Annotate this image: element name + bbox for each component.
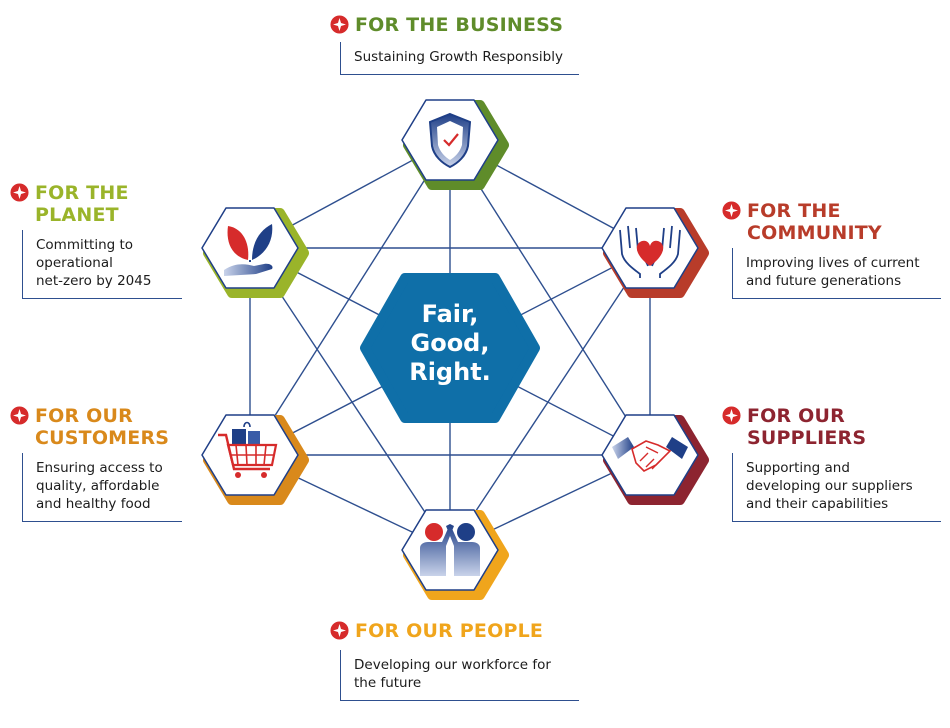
people-high-five-icon	[420, 523, 480, 576]
hands-heart-icon	[619, 225, 681, 278]
star-badge-icon	[330, 15, 349, 34]
shopping-cart-icon	[218, 421, 278, 478]
star-badge-icon	[330, 621, 349, 640]
center-label: Fair, Good, Right.	[409, 300, 491, 386]
node-community	[601, 207, 709, 298]
star-badge-icon	[722, 201, 741, 220]
pillar-description: Developing our workforce for the future	[340, 650, 579, 701]
star-badge-icon	[10, 183, 29, 202]
pillar-title: FOR THE PLANET	[35, 182, 129, 226]
pillar-community: FOR THE COMMUNITY Improving lives of cur…	[722, 200, 941, 299]
pillar-title: FOR THE BUSINESS	[355, 14, 564, 36]
pillar-description: Committing to operational net-zero by 20…	[22, 230, 182, 299]
pillar-people: FOR OUR PEOPLE Developing our workforce …	[330, 620, 580, 701]
pillar-title: FOR OUR SUPPLIERS	[747, 405, 867, 449]
pillar-customers: FOR OUR CUSTOMERS Ensuring access to qua…	[10, 405, 190, 522]
pillar-description: Improving lives of current and future ge…	[732, 248, 941, 299]
node-business	[401, 99, 509, 190]
handshake-icon	[612, 437, 688, 472]
pillar-description: Ensuring access to quality, affordable a…	[22, 453, 182, 522]
node-suppliers	[601, 414, 709, 505]
pillar-suppliers: FOR OUR SUPPLIERS Supporting and develop…	[722, 405, 941, 522]
star-badge-icon	[722, 406, 741, 425]
pillar-planet: FOR THE PLANET Committing to operational…	[10, 182, 182, 299]
pillar-title: FOR OUR CUSTOMERS	[35, 405, 170, 449]
center-hexagon	[360, 273, 540, 423]
star-badge-icon	[10, 406, 29, 425]
shield-check-icon	[428, 112, 472, 169]
node-customers	[201, 414, 309, 505]
node-planet	[201, 207, 309, 298]
pillar-description: Sustaining Growth Responsibly	[340, 42, 579, 75]
pillar-title: FOR OUR PEOPLE	[355, 620, 544, 642]
plant-hand-icon	[224, 224, 273, 276]
pillar-title: FOR THE COMMUNITY	[747, 200, 882, 244]
pillar-description: Supporting and developing our suppliers …	[732, 453, 941, 522]
pillar-business: FOR THE BUSINESS Sustaining Growth Respo…	[330, 14, 580, 75]
node-people	[401, 509, 509, 600]
